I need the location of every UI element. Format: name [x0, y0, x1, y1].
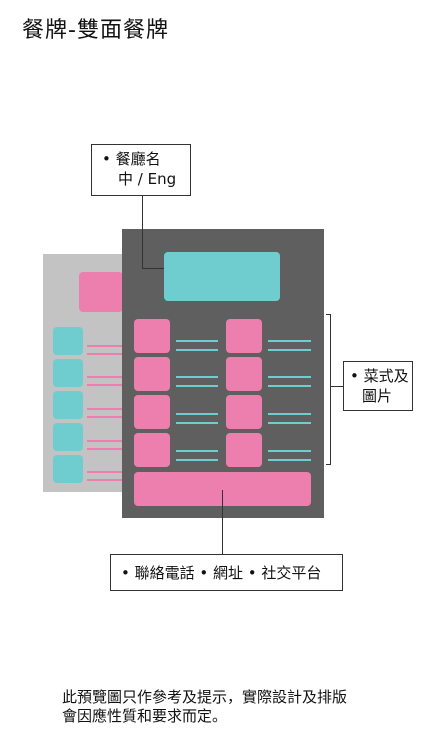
dish-text-line [268, 349, 311, 351]
dish-image-placeholder [226, 319, 262, 353]
footnote-line1: 此預覽圖只作參考及提示，實際設計及排版 [62, 688, 348, 706]
dish-image-placeholder [134, 357, 170, 391]
callout-contact: • 聯絡電話 • 網址 • 社交平台 [110, 554, 343, 591]
callout-restaurant-name-line1: • 餐廳名 [102, 150, 161, 168]
callout-dishes-line2: 圖片 [362, 387, 393, 405]
callout-contact-text: • 聯絡電話 • 網址 • 社交平台 [121, 564, 322, 582]
bracket-line [326, 464, 331, 465]
dish-image-placeholder [134, 319, 170, 353]
back-card-text-line [87, 440, 123, 442]
back-card-text-line [87, 353, 123, 355]
bracket-line [330, 314, 331, 465]
dish-text-line [268, 422, 311, 424]
dish-text-line [268, 385, 311, 387]
back-card-text-line [87, 471, 123, 473]
dish-text-line [268, 459, 311, 461]
dish-text-line [176, 413, 218, 415]
restaurant-name-placeholder [164, 252, 280, 301]
dish-text-line [268, 376, 311, 378]
bracket-line [326, 314, 331, 315]
dish-image-placeholder [226, 357, 262, 391]
dish-text-line [176, 340, 218, 342]
connector-line [142, 196, 143, 269]
back-card-image-placeholder [53, 423, 83, 451]
connector-line [142, 268, 164, 269]
back-card-text-line [87, 384, 123, 386]
dish-text-line [268, 450, 311, 452]
back-card-text-line [87, 408, 123, 410]
back-card-image-placeholder [53, 327, 83, 355]
dish-text-line [268, 413, 311, 415]
dish-text-line [268, 340, 311, 342]
back-card-text-line [87, 376, 123, 378]
dish-text-line [176, 385, 218, 387]
dish-text-line [176, 349, 218, 351]
back-card-text-line [87, 416, 123, 418]
dish-text-line [176, 450, 218, 452]
connector-line [222, 490, 223, 554]
dish-text-line [176, 422, 218, 424]
dish-text-line [176, 459, 218, 461]
connector-line [331, 386, 343, 387]
footnote: 此預覽圖只作參考及提示，實際設計及排版 會因應性質和要求而定。 [62, 688, 347, 726]
back-card-image-placeholder [53, 359, 83, 387]
callout-restaurant-name-line2: 中 / Eng [118, 170, 177, 188]
dish-image-placeholder [226, 395, 262, 429]
callout-restaurant-name: • 餐廳名 中 / Eng [91, 144, 191, 196]
page-title: 餐牌-雙面餐牌 [22, 18, 169, 43]
dish-text-line [176, 376, 218, 378]
dish-image-placeholder [134, 395, 170, 429]
dish-image-placeholder [226, 433, 262, 467]
back-card-image-placeholder [53, 391, 83, 419]
dish-image-placeholder [134, 433, 170, 467]
footnote-line2: 會因應性質和要求而定。 [62, 707, 228, 725]
back-card-image-placeholder [53, 455, 83, 483]
callout-dishes: • 菜式及 圖片 [343, 361, 413, 411]
callout-dishes-line1: • 菜式及 [350, 367, 409, 385]
back-card-text-line [87, 345, 123, 347]
back-card-text-line [87, 448, 123, 450]
back-card-text-line [87, 479, 123, 481]
back-card-pink-block [79, 272, 123, 312]
